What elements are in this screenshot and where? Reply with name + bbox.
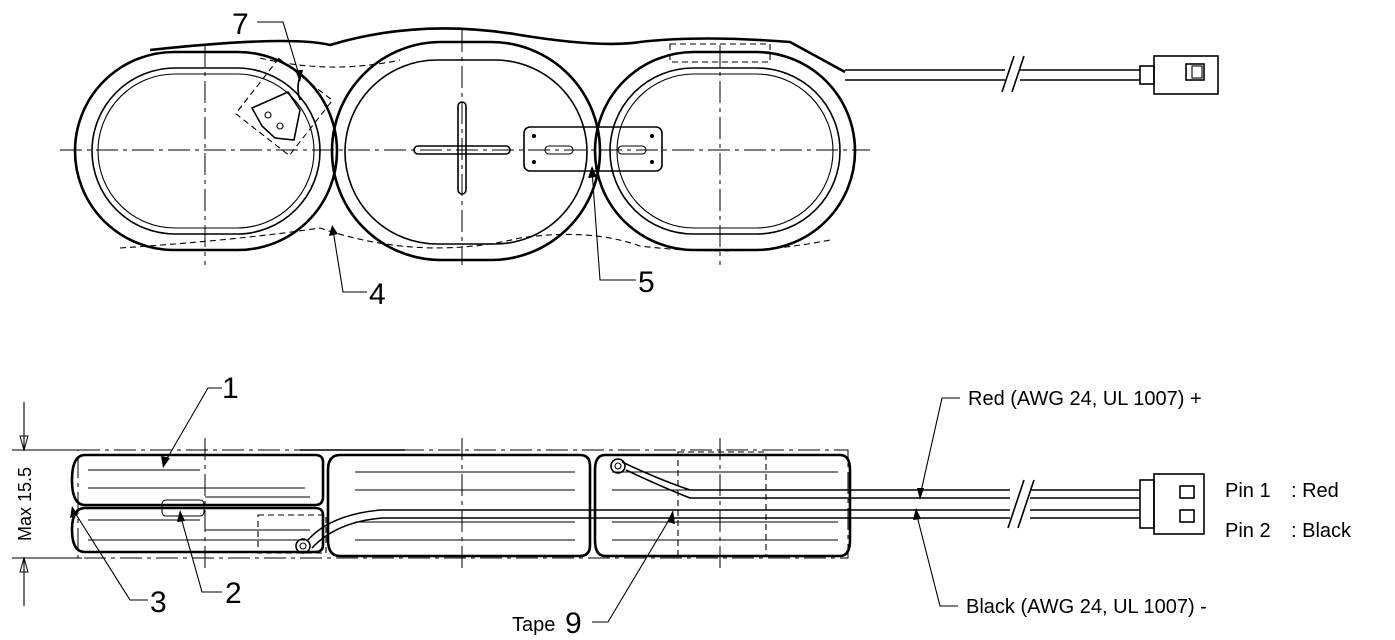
callout-1: 1 [222,372,239,405]
top-terminal-hole [276,122,284,130]
top-cell-left-outer [73,50,339,252]
side-lug-upper-hole [614,462,622,470]
callout-3-arrow [70,506,78,518]
side-connector-pin2 [1179,509,1195,523]
side-connector-pin1 [1179,485,1195,499]
red-wire-arrow [917,488,924,500]
side-connector-body [1153,473,1205,535]
side-cell-upper-left [70,453,325,507]
callout-1-arrow [161,456,170,468]
side-tape-dashed [677,451,767,557]
top-connector-neck [1139,65,1155,85]
callout-5: 5 [638,266,655,299]
black-wire-leader [915,511,958,607]
dimension-label: Max 15.5 [15,467,35,541]
top-bus-bar-slot-right [617,145,647,155]
side-cable-break-mark [1007,479,1035,529]
side-wire-black-inner [307,509,850,541]
callout-3: 3 [150,586,167,619]
top-cell-right-inner2 [616,73,834,229]
top-callouts: 7 4 5 [232,8,655,311]
black-wire-arrow [913,508,921,520]
top-cross-vertical [457,101,467,195]
top-terminal-dashed [234,57,334,157]
side-wire-red-inner [621,461,850,491]
side-lug-lower [295,538,311,554]
top-shrink-wrap-top [149,27,846,74]
callout-9-arrow [667,510,675,524]
tape-label: Tape [512,614,555,636]
callout-2-leader [179,513,222,593]
black-wire-label: Black (AWG 24, UL 1007) - [966,596,1207,618]
side-tab-dashed [257,514,327,554]
pin1-color: : Red [1291,480,1339,502]
side-wire-black-inner-2 [311,517,850,549]
side-cell-lower-left [70,506,325,554]
top-connector-latch-inner [1191,65,1203,79]
side-insulator [161,499,205,517]
side-cell-right [593,453,852,558]
callout-7-arrow [295,70,303,82]
top-cell-right-outer [593,50,857,252]
top-tape-patch [669,43,771,63]
callout-4: 4 [369,278,386,311]
red-wire-leader [919,397,960,497]
top-shrink-wrap-dashed-top [259,57,401,68]
top-cell-left-inner2 [97,73,315,229]
red-wire-label: Red (AWG 24, UL 1007) + [968,388,1202,410]
pin2-color: : Black [1291,520,1352,542]
callout-7-leader [257,21,301,79]
top-shrink-wrap-dashed-bottom [119,227,831,252]
callout-7: 7 [232,8,249,41]
callout-1-leader [164,387,222,463]
top-cell-right-inner [609,67,841,235]
top-bus-bar-hole [650,160,654,164]
pin1-name: Pin 1 [1225,480,1271,502]
top-cross-horizontal [413,145,511,155]
top-cell-middle-outer [330,40,602,262]
callout-3-leader [71,507,148,601]
callout-2: 2 [225,577,242,610]
top-connector-body [1153,55,1219,95]
side-callouts: 1 3 2 Tape 9 Red (AWG 24, UL 1007) + Bla… [70,372,1352,640]
top-terminal-hole [264,111,272,119]
pin2-name: Pin 2 [1225,520,1271,542]
callout-4-leader [332,229,367,293]
dimension-max-height: Max 15.5 [12,402,82,606]
top-bus-bar-hole [650,134,654,138]
dimension-arrowhead-top [19,435,29,452]
top-bus-bar-slot-left [544,145,574,155]
side-connector-neck [1139,479,1155,529]
side-cell-middle [326,453,592,558]
top-cable-break-mark [1001,55,1025,93]
side-view [70,438,1205,572]
dimension-arrowhead-bottom [19,556,29,573]
callout-9-leader [592,514,673,623]
top-cell-middle-inner [344,59,588,245]
callout-5-leader [591,169,636,281]
callout-4-arrow [329,225,338,236]
top-cell-left-inner [91,67,321,235]
top-view [60,27,1219,265]
callout-5-arrow [588,166,597,178]
top-bus-bar-hole [532,134,536,138]
top-terminal-tab [250,90,301,141]
side-wire-red-inner-2 [625,469,850,499]
callout-2-arrow [177,510,185,522]
side-lug-upper [610,458,626,474]
callout-9: 9 [565,607,582,640]
top-connector-latch [1185,63,1205,81]
side-lug-lower-hole [299,542,307,550]
top-bus-bar-hole [532,160,536,164]
